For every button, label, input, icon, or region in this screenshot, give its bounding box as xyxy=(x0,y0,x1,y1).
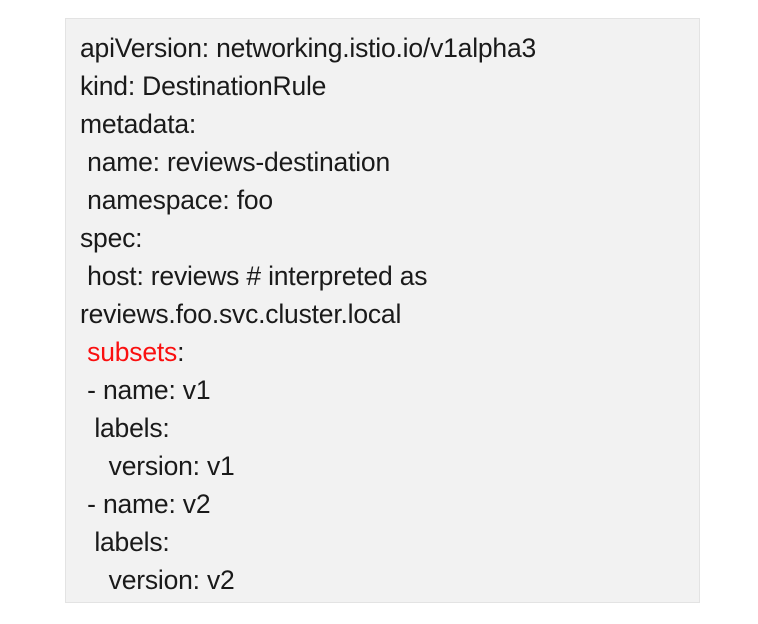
code-line-15-text: version: v2 xyxy=(80,565,235,595)
code-line-9: subsets: xyxy=(80,333,693,371)
code-line-7-text: host: reviews # interpreted as xyxy=(80,261,428,291)
code-line-4: name: reviews-destination xyxy=(80,143,693,181)
code-line-6-text: spec: xyxy=(80,223,143,253)
code-line-9-text: : xyxy=(177,337,185,367)
code-line-11: labels: xyxy=(80,409,693,447)
code-line-6: spec: xyxy=(80,219,693,257)
code-line-5-text: namespace: foo xyxy=(80,185,273,215)
code-line-1-text: apiVersion: networking.istio.io/v1alpha3 xyxy=(80,33,537,63)
code-line-5: namespace: foo xyxy=(80,181,693,219)
code-line-14: labels: xyxy=(80,523,693,561)
code-line-8: reviews.foo.svc.cluster.local xyxy=(80,295,693,333)
code-line-2-text: kind: DestinationRule xyxy=(80,71,327,101)
yaml-code-text: apiVersion: networking.istio.io/v1alpha3… xyxy=(80,29,693,599)
code-line-15: version: v2 xyxy=(80,561,693,599)
code-line-2: kind: DestinationRule xyxy=(80,67,693,105)
code-line-3: metadata: xyxy=(80,105,693,143)
code-line-4-text: name: reviews-destination xyxy=(80,147,391,177)
code-line-10: - name: v1 xyxy=(80,371,693,409)
code-line-12: version: v1 xyxy=(80,447,693,485)
code-line-11-text: labels: xyxy=(80,413,170,443)
code-line-13: - name: v2 xyxy=(80,485,693,523)
code-line-1: apiVersion: networking.istio.io/v1alpha3 xyxy=(80,29,693,67)
code-line-8-text: reviews.foo.svc.cluster.local xyxy=(80,299,402,329)
code-line-3-text: metadata: xyxy=(80,109,197,139)
code-line-7: host: reviews # interpreted as xyxy=(80,257,693,295)
code-line-14-text: labels: xyxy=(80,527,170,557)
code-line-13-text: - name: v2 xyxy=(80,489,211,519)
subsets-keyword-highlight: subsets xyxy=(87,337,178,367)
code-line-12-text: version: v1 xyxy=(80,451,235,481)
code-line-10-text: - name: v1 xyxy=(80,375,211,405)
yaml-code-panel: apiVersion: networking.istio.io/v1alpha3… xyxy=(65,18,700,603)
